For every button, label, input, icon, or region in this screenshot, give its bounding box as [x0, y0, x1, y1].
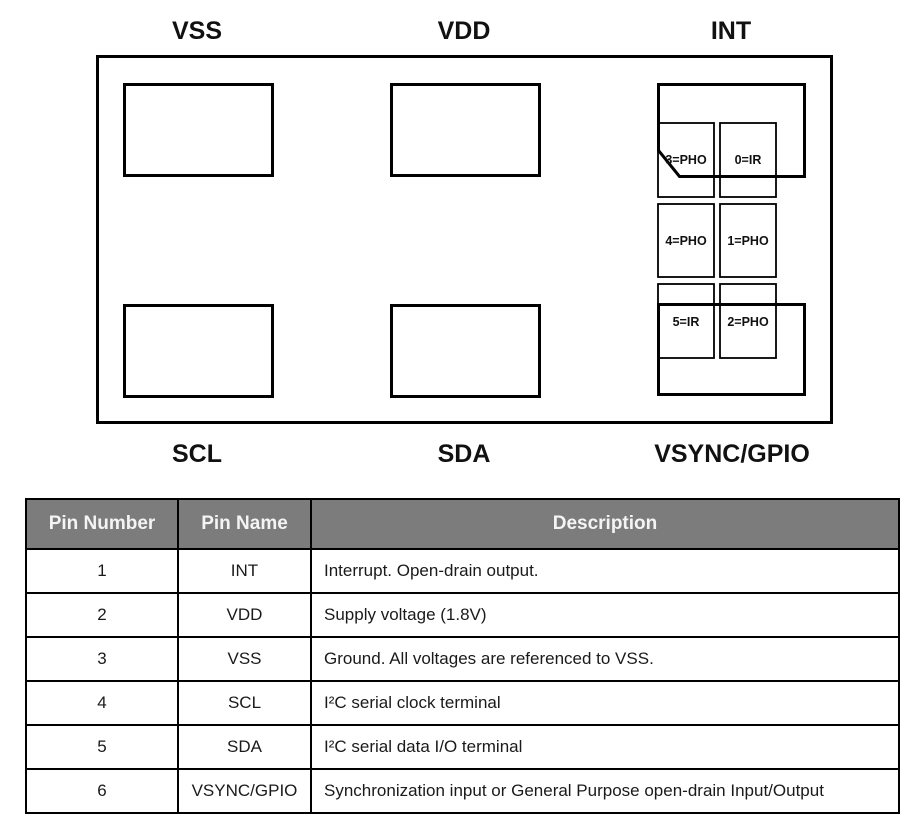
pad-sda: [390, 304, 541, 398]
table-row: 5 SDA I²C serial data I/O terminal: [25, 724, 900, 770]
sensor-cell-label: 0=IR: [735, 153, 762, 167]
table-header-row: Pin Number Pin Name Description: [25, 498, 900, 550]
pad-vss: [123, 83, 274, 177]
table-row: 1 INT Interrupt. Open-drain output.: [25, 548, 900, 594]
header-pin-number: Pin Number: [25, 498, 179, 550]
pin-name-cell: VDD: [177, 592, 312, 638]
sensor-cell-4-pho: [657, 203, 715, 278]
pin-description-cell: Supply voltage (1.8V): [310, 592, 900, 638]
pad-scl: [123, 304, 274, 398]
sensor-cell-5-ir: [657, 283, 715, 359]
pin-name-cell: VSS: [177, 636, 312, 682]
pin-description-cell: I²C serial clock terminal: [310, 680, 900, 726]
sensor-cell-2-pho: [719, 283, 777, 359]
sensor-cell-label: 3=PHO: [665, 153, 707, 167]
sensor-cell-label: 2=PHO: [727, 315, 769, 329]
pin-number-cell: 1: [25, 548, 179, 594]
pin-label-int: INT: [711, 17, 751, 45]
pin-name-cell: SDA: [177, 724, 312, 770]
pin-number-cell: 4: [25, 680, 179, 726]
pin-label-vss: VSS: [172, 17, 222, 45]
chip-pinout-diagram: VSS VDD INT 3=PHO 0=IR 4=PHO 1=PHO 5=IR …: [96, 17, 833, 468]
sensor-cell-label: 5=IR: [673, 315, 700, 329]
sensor-cell-1-pho: [719, 203, 777, 278]
pin-description-cell: Ground. All voltages are referenced to V…: [310, 636, 900, 682]
pin-description-section: Pin Number Pin Name Description 1 INT In…: [25, 498, 900, 814]
header-description: Description: [310, 498, 900, 550]
pin-name-cell: VSYNC/GPIO: [177, 768, 312, 814]
sensor-cell-label: 4=PHO: [665, 234, 707, 248]
chip-outline: [96, 55, 833, 424]
table-row: 6 VSYNC/GPIO Synchronization input or Ge…: [25, 768, 900, 814]
table-row: 2 VDD Supply voltage (1.8V): [25, 592, 900, 638]
pin-description-cell: Interrupt. Open-drain output.: [310, 548, 900, 594]
sensor-cell-3-pho: [657, 122, 715, 198]
pin-description-cell: Synchronization input or General Purpose…: [310, 768, 900, 814]
pin-number-cell: 6: [25, 768, 179, 814]
pin-label-vdd: VDD: [438, 17, 491, 45]
pin-description-cell: I²C serial data I/O terminal: [310, 724, 900, 770]
pin-name-cell: INT: [177, 548, 312, 594]
table-row: 3 VSS Ground. All voltages are reference…: [25, 636, 900, 682]
sensor-cell-0-ir: [719, 122, 777, 198]
pad-vdd: [390, 83, 541, 177]
pinout-svg: VSS VDD INT 3=PHO 0=IR 4=PHO 1=PHO 5=IR …: [96, 17, 833, 468]
pin-number-cell: 5: [25, 724, 179, 770]
pin-label-scl: SCL: [172, 440, 222, 468]
sensor-cell-label: 1=PHO: [727, 234, 769, 248]
header-pin-name: Pin Name: [177, 498, 312, 550]
pin-name-cell: SCL: [177, 680, 312, 726]
pin-number-cell: 2: [25, 592, 179, 638]
pin-label-vsync-gpio: VSYNC/GPIO: [654, 440, 810, 468]
table-row: 4 SCL I²C serial clock terminal: [25, 680, 900, 726]
pin-label-sda: SDA: [438, 440, 491, 468]
pin-number-cell: 3: [25, 636, 179, 682]
pin-description-table: Pin Number Pin Name Description 1 INT In…: [25, 498, 900, 814]
